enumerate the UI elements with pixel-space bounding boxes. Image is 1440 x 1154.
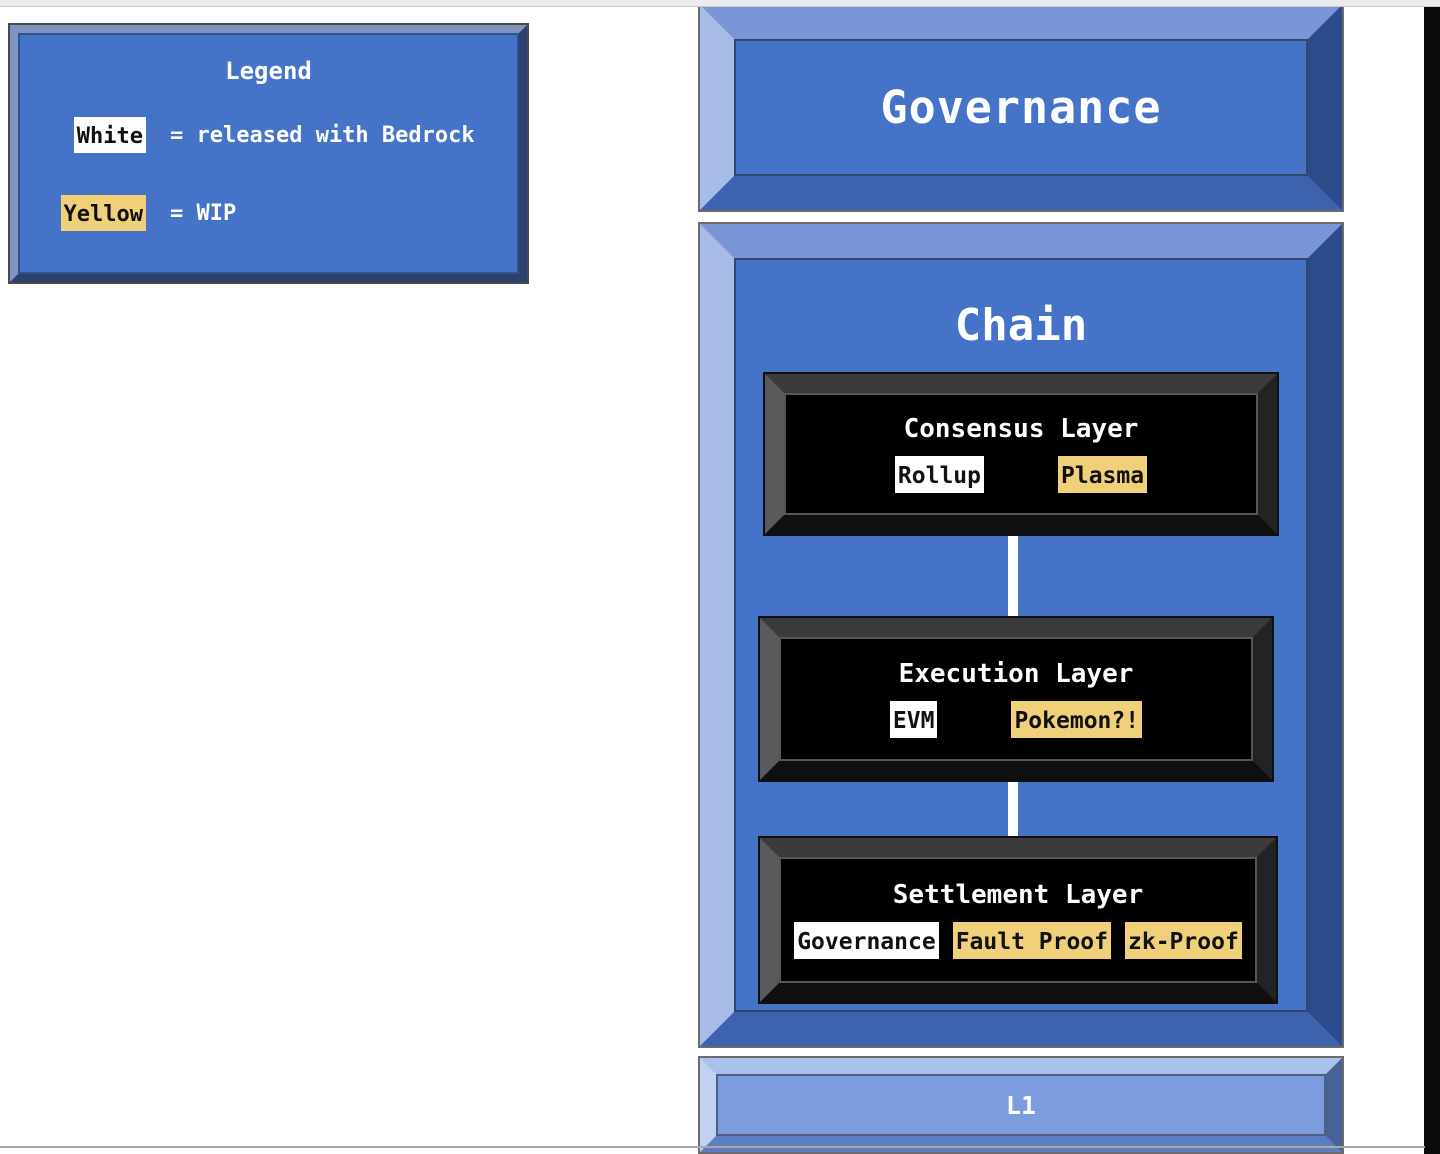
tag-governance: Governance <box>794 921 939 959</box>
consensus-layer-title: Consensus Layer <box>903 413 1139 444</box>
window-right-edge-bar <box>1424 0 1440 1154</box>
legend-yellow-swatch: Yellow <box>60 195 146 231</box>
execution-layer-tags: EVM Pokemon?! <box>889 700 1143 738</box>
l1-label: L1 <box>1005 1090 1037 1120</box>
consensus-layer-tags: Rollup Plasma <box>894 455 1148 493</box>
page-bottom-border <box>0 1146 1425 1148</box>
tag-pokemon: Pokemon?! <box>1011 700 1143 738</box>
legend-row-yellow: Yellow = WIP <box>18 195 519 231</box>
governance-box: Governance <box>698 3 1344 212</box>
legend-box: Legend White = released with Bedrock Yel… <box>8 23 529 284</box>
settlement-layer-title: Settlement Layer <box>892 879 1144 910</box>
legend-tag-column: White <box>18 117 146 153</box>
governance-label: Governance <box>880 81 1162 134</box>
tag-plasma: Plasma <box>1058 455 1148 493</box>
tag-evm: EVM <box>889 700 938 738</box>
chain-box: Chain Consensus Layer Rollup Plasma Exec… <box>698 222 1344 1048</box>
legend-yellow-description: = WIP <box>170 200 237 226</box>
tag-fault-proof: Fault Proof <box>952 921 1112 959</box>
legend-row-white: White = released with Bedrock <box>18 117 519 153</box>
execution-layer-box: Execution Layer EVM Pokemon?! <box>758 616 1274 782</box>
tag-rollup: Rollup <box>894 455 984 493</box>
connector-consensus-execution <box>1008 530 1018 624</box>
window-top-strip <box>0 0 1440 7</box>
chain-title: Chain <box>954 300 1088 351</box>
consensus-layer-box: Consensus Layer Rollup Plasma <box>763 372 1279 536</box>
tag-zk-proof: zk-Proof <box>1125 921 1242 959</box>
legend-tag-column: Yellow <box>18 195 146 231</box>
settlement-layer-box: Settlement Layer Governance Fault Proof … <box>758 836 1278 1004</box>
legend-title: Legend <box>225 57 312 85</box>
legend-white-swatch: White <box>73 117 146 153</box>
connector-execution-settlement <box>1008 776 1018 844</box>
legend-white-description: = released with Bedrock <box>170 122 475 148</box>
l1-box: L1 <box>698 1056 1344 1154</box>
execution-layer-title: Execution Layer <box>898 658 1134 689</box>
settlement-layer-tags: Governance Fault Proof zk-Proof <box>794 921 1242 959</box>
